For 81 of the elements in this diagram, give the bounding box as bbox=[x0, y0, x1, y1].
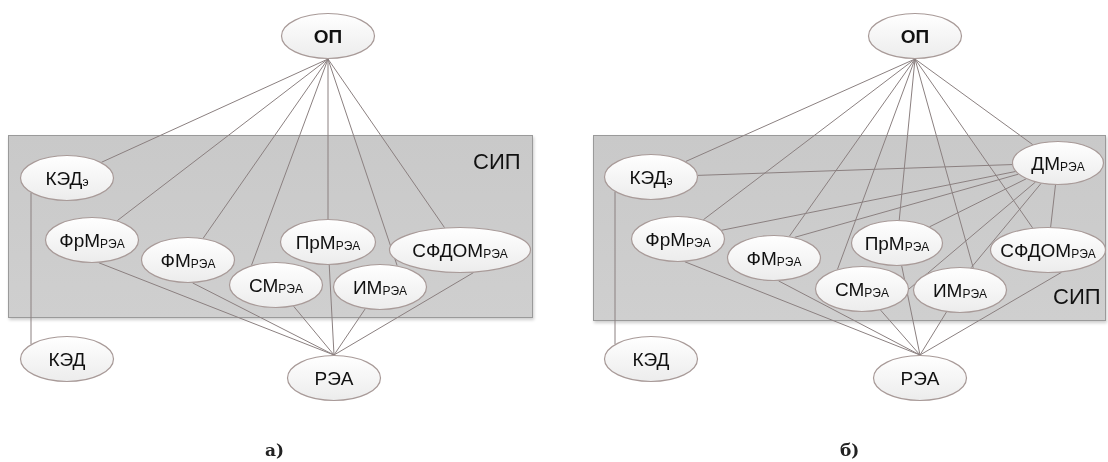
ellipse-node bbox=[604, 154, 698, 200]
connector-line bbox=[685, 58, 916, 162]
node-label: РЭА bbox=[900, 368, 940, 388]
connector-line bbox=[333, 308, 366, 356]
connector-line bbox=[251, 58, 329, 266]
connector-line bbox=[702, 58, 916, 221]
node-label: ИМ$_{РЭА}$ bbox=[932, 280, 988, 300]
node-label: ДМ$_{РЭА}$ bbox=[1031, 153, 1085, 173]
connector-line bbox=[684, 261, 921, 356]
node-label: ФрМ$_{РЭА}$ bbox=[59, 230, 125, 250]
ellipse-node bbox=[1012, 141, 1104, 185]
connector-line bbox=[898, 58, 916, 221]
connector-line bbox=[327, 58, 329, 220]
ellipse-node bbox=[281, 13, 375, 59]
node-label: ПрМ$_{РЭА}$ bbox=[295, 232, 361, 252]
connector-line bbox=[919, 271, 1062, 356]
ellipse-node bbox=[229, 262, 323, 308]
connector-line bbox=[116, 58, 329, 222]
connector-line bbox=[202, 58, 329, 239]
connector-line bbox=[929, 178, 1027, 228]
connector-line bbox=[919, 311, 947, 356]
connector-line bbox=[778, 280, 921, 356]
ellipse-node bbox=[333, 264, 427, 310]
node-label: СФДОМ$_{РЭА}$ bbox=[412, 240, 508, 260]
node-label: СМ$_{РЭА}$ bbox=[249, 275, 303, 295]
connector-line bbox=[327, 58, 445, 229]
connector-line bbox=[914, 58, 1034, 146]
connector-line bbox=[328, 264, 335, 356]
node-label: ИМ$_{РЭА}$ bbox=[352, 277, 408, 297]
node-label: ОП bbox=[313, 26, 343, 46]
panel-caption: а) bbox=[265, 440, 285, 460]
node-label: КЭД$_{э}$ bbox=[629, 167, 673, 187]
connector-line bbox=[880, 309, 921, 356]
ellipse-node bbox=[990, 227, 1106, 273]
node-label: ФМ$_{РЭА}$ bbox=[160, 250, 216, 270]
panel-label: СИП bbox=[473, 151, 521, 173]
connector-line bbox=[614, 191, 616, 345]
node-label: СМ$_{РЭА}$ bbox=[835, 279, 889, 299]
connector-line bbox=[914, 58, 1034, 229]
ellipse-node bbox=[141, 237, 235, 283]
node-label: СФДОМ$_{РЭА}$ bbox=[1000, 240, 1096, 260]
connector-line bbox=[30, 192, 32, 345]
ellipse-node bbox=[20, 155, 114, 201]
ellipse-node bbox=[45, 217, 139, 263]
connector-line bbox=[333, 272, 475, 356]
connector-line bbox=[908, 181, 1036, 290]
node-label: КЭД bbox=[632, 349, 670, 369]
node-label: КЭД$_{э}$ bbox=[45, 168, 89, 188]
node-label: ПрМ$_{РЭА}$ bbox=[864, 233, 930, 253]
ellipse-node bbox=[280, 219, 376, 265]
connector-line bbox=[914, 58, 974, 269]
connector-line bbox=[837, 58, 916, 270]
ellipse-node bbox=[851, 220, 943, 266]
panel-caption: б) bbox=[840, 440, 860, 460]
connector-line bbox=[970, 182, 1042, 269]
ellipse-node bbox=[389, 227, 531, 273]
ellipse-node bbox=[727, 235, 821, 281]
ellipse-node bbox=[815, 266, 909, 312]
ellipse-node bbox=[913, 267, 1007, 313]
ellipse-node bbox=[868, 13, 962, 59]
node-label: РЭА bbox=[314, 368, 354, 388]
ellipse-node bbox=[873, 355, 967, 401]
node-label: ФМ$_{РЭА}$ bbox=[746, 248, 802, 268]
ellipse-node bbox=[287, 355, 381, 401]
node-label: ФрМ$_{РЭА}$ bbox=[645, 229, 711, 249]
system-panel bbox=[8, 135, 533, 318]
connector-line bbox=[697, 164, 1013, 176]
ellipse-node bbox=[604, 336, 698, 382]
ellipse-node bbox=[20, 336, 114, 382]
node-label: КЭД bbox=[48, 349, 86, 369]
node-label: ОП bbox=[900, 26, 930, 46]
panel-label: СИП bbox=[1053, 286, 1101, 308]
connector-line bbox=[100, 58, 329, 163]
connector-line bbox=[1050, 184, 1056, 228]
connector-line bbox=[98, 262, 335, 356]
system-panel bbox=[593, 135, 1106, 321]
connector-line bbox=[327, 58, 398, 267]
connector-line bbox=[788, 58, 916, 237]
connector-line bbox=[794, 173, 1019, 238]
connector-line bbox=[192, 282, 335, 356]
ellipse-node bbox=[631, 216, 725, 262]
